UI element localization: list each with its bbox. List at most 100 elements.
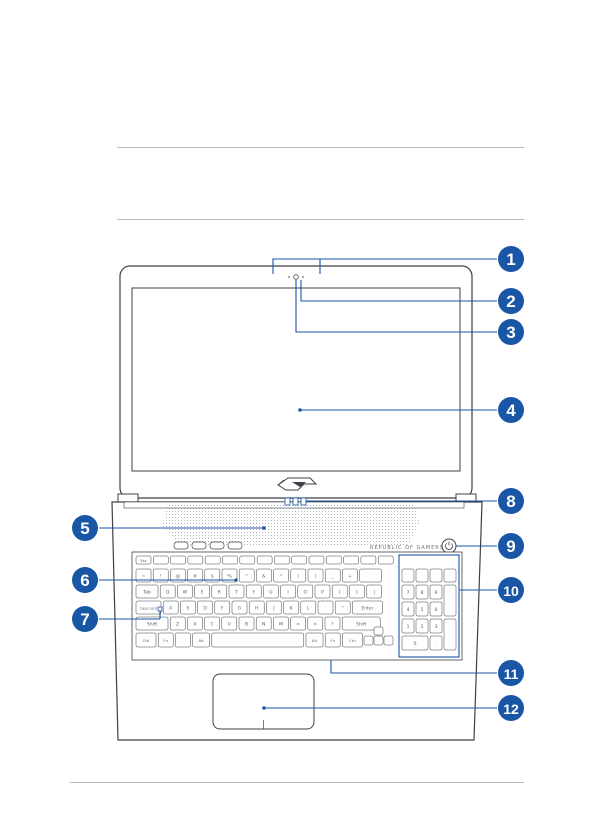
- key-label: ^: [245, 574, 249, 580]
- touchpad: [212, 673, 315, 730]
- rog-eye-logo: [277, 477, 318, 491]
- key: Shift: [135, 616, 169, 631]
- key-label: @: [176, 574, 181, 580]
- key-label: P: [321, 590, 324, 596]
- key-label: Fn: [330, 638, 335, 643]
- key-label: Ctrl: [349, 638, 356, 643]
- key: $: [204, 568, 221, 583]
- key: Ctrl: [342, 632, 363, 648]
- key: ": [334, 600, 351, 615]
- key: R: [211, 584, 228, 599]
- key-label: J: [272, 606, 274, 612]
- key: [204, 555, 221, 565]
- callout-1: 1: [498, 246, 524, 272]
- key: [415, 568, 429, 583]
- key: %: [221, 568, 238, 583]
- key: [153, 555, 169, 565]
- power-button: [441, 538, 457, 554]
- key-label: 4: [407, 607, 410, 613]
- key: N: [255, 616, 272, 631]
- key: [291, 555, 307, 565]
- callout-10: 10: [498, 577, 524, 603]
- callout-number: 1: [506, 250, 515, 269]
- key: [239, 555, 256, 565]
- bottom-divider: [117, 219, 524, 220]
- key: ~: [135, 568, 152, 583]
- key: M: [273, 616, 289, 631]
- key-label: R: [218, 590, 221, 596]
- webcam-icon: [293, 274, 299, 280]
- key: D: [197, 600, 213, 615]
- key: [211, 632, 305, 648]
- key-label: E: [201, 590, 204, 596]
- key-label: :: [325, 607, 327, 612]
- key-label: W: [183, 590, 188, 596]
- key-label: +: [348, 574, 352, 580]
- key-label: F: [221, 606, 224, 612]
- key: 7: [401, 584, 415, 600]
- key: P: [314, 584, 331, 599]
- key: Caps Lock: [135, 600, 162, 615]
- key-label: ": [342, 606, 344, 612]
- key: Shift: [341, 616, 381, 631]
- key-label: {: [338, 590, 341, 596]
- key: [175, 632, 191, 648]
- key: 3: [429, 618, 443, 634]
- key: ^: [238, 568, 255, 583]
- key-label: $: [211, 574, 214, 580]
- key: [429, 568, 443, 583]
- key: &: [256, 568, 272, 583]
- key: [360, 555, 377, 565]
- key-label: L: [307, 606, 310, 612]
- key: Alt: [192, 632, 210, 648]
- key: [377, 555, 394, 565]
- key: O: [297, 584, 314, 599]
- key-label: Alt: [199, 638, 205, 643]
- key-label: &: [262, 574, 266, 580]
- key-label: 0: [414, 641, 417, 647]
- key-label: O: [304, 590, 308, 596]
- key: >: [307, 616, 324, 631]
- key-label: #: [193, 574, 197, 580]
- key: [383, 635, 394, 646]
- key-label: M: [279, 622, 283, 628]
- key: [363, 635, 374, 646]
- key: 9: [429, 584, 443, 600]
- key: J: [266, 600, 282, 615]
- key: 0: [401, 635, 429, 651]
- key: F: [214, 600, 231, 615]
- callout-2: 2: [498, 288, 524, 314]
- key: [308, 555, 325, 565]
- key: !: [152, 568, 169, 583]
- key: {: [331, 584, 348, 599]
- key: [401, 568, 415, 583]
- key: 8: [415, 584, 429, 600]
- key: :: [317, 600, 334, 615]
- key: +: [342, 568, 358, 583]
- key-label: K: [290, 606, 294, 612]
- key: [373, 626, 384, 636]
- key: Alt: [305, 632, 324, 648]
- key: K: [283, 600, 299, 615]
- key-label: Z: [176, 622, 179, 628]
- key: G: [231, 600, 248, 615]
- key: *: [273, 568, 289, 583]
- key: [443, 568, 457, 583]
- key-label: ~: [142, 575, 146, 580]
- key: V: [221, 616, 238, 631]
- key: _: [324, 568, 341, 583]
- key: A: [162, 600, 179, 615]
- key: [187, 555, 204, 565]
- key: Tab: [135, 584, 159, 599]
- key-label: 5: [421, 607, 424, 613]
- callout-number: 11: [504, 666, 519, 682]
- key-label: Shift: [147, 622, 157, 628]
- key: [359, 568, 382, 583]
- key: Enter: [352, 600, 383, 615]
- key-label: %: [227, 574, 232, 580]
- key: 2: [415, 618, 429, 634]
- key: #: [187, 568, 203, 583]
- callout-number: 3: [506, 323, 515, 342]
- key-label: 9: [435, 590, 438, 596]
